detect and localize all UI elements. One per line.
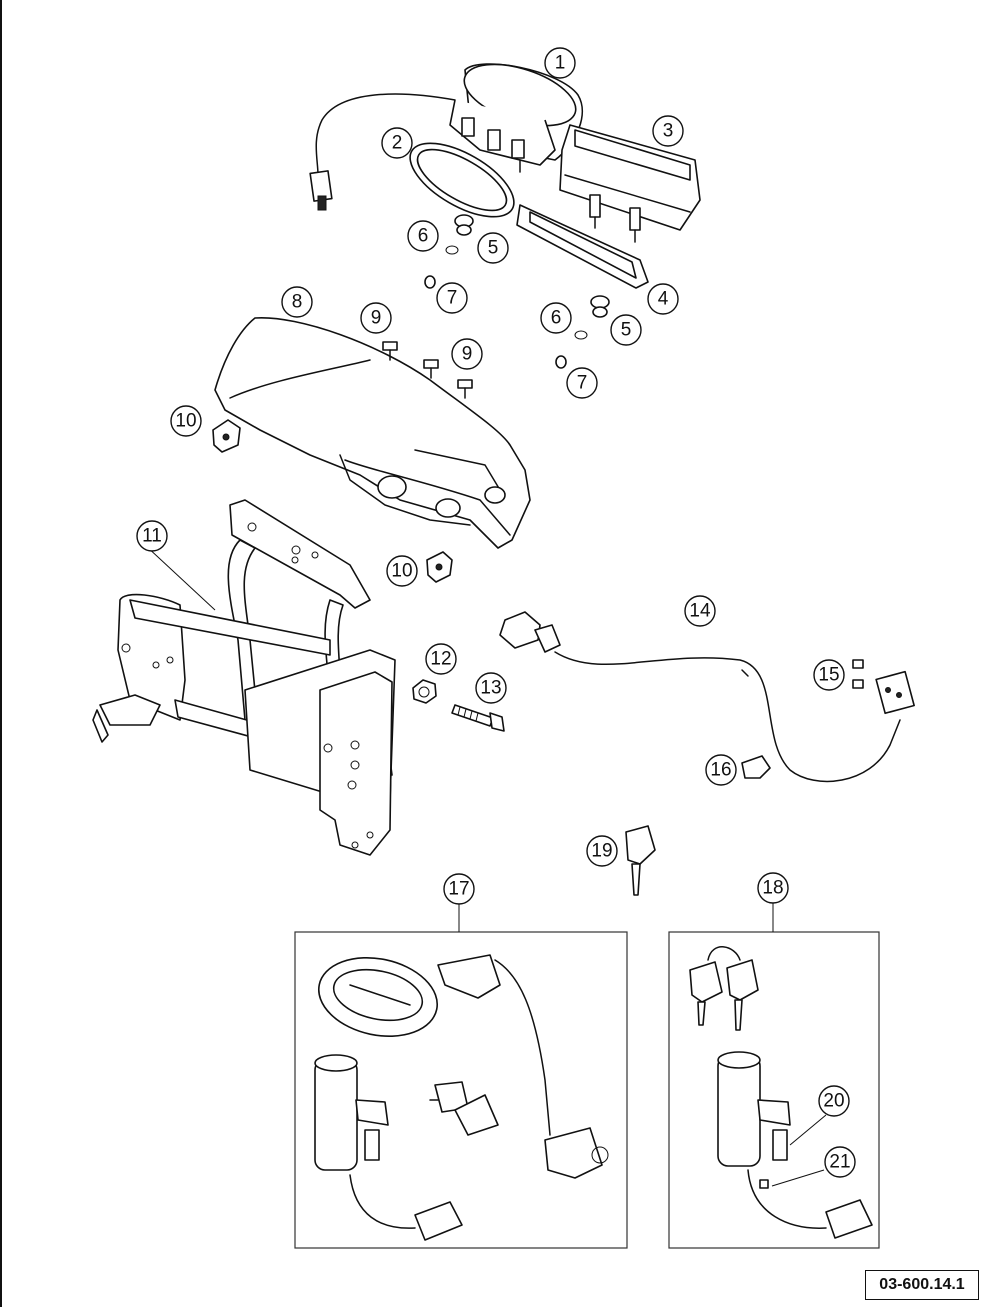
svg-text:12: 12 — [430, 649, 451, 670]
svg-text:16: 16 — [710, 760, 731, 781]
callout-10-lower: 10 — [386, 555, 418, 587]
callout-19: 19 — [586, 835, 618, 867]
part-display-gasket — [516, 204, 649, 289]
part-bolt — [451, 704, 505, 732]
svg-text:21: 21 — [829, 1152, 850, 1173]
svg-text:9: 9 — [462, 344, 473, 365]
part-nut — [412, 679, 437, 704]
part-display-unit — [559, 124, 701, 243]
callout-21: 21 — [824, 1146, 856, 1178]
callout-9-lower: 9 — [451, 338, 483, 370]
svg-text:3: 3 — [663, 121, 674, 142]
page-border-line — [0, 0, 2, 1307]
part-spring-clip-lower — [426, 551, 453, 583]
svg-text:5: 5 — [621, 320, 632, 341]
part-headlight-bracket — [92, 499, 396, 856]
svg-text:18: 18 — [762, 878, 783, 899]
part-spring-clip-upper — [212, 419, 241, 453]
svg-text:4: 4 — [658, 289, 669, 310]
svg-text:15: 15 — [818, 665, 839, 686]
part-rubber-grommets-upper — [424, 214, 474, 289]
svg-text:7: 7 — [577, 373, 588, 394]
callout-14: 14 — [684, 595, 716, 627]
svg-text:2: 2 — [392, 133, 403, 154]
svg-text:20: 20 — [823, 1091, 844, 1112]
svg-text:10: 10 — [391, 561, 412, 582]
callout-7-lower: 7 — [566, 367, 598, 399]
part-rubber-grommets-lower — [555, 295, 610, 369]
part-screws — [382, 341, 473, 399]
callout-20: 20 — [818, 1085, 850, 1117]
callout-6-upper: 6 — [407, 220, 439, 252]
callout-7-upper: 7 — [436, 282, 468, 314]
svg-text:14: 14 — [689, 601, 711, 622]
svg-text:19: 19 — [591, 841, 612, 862]
callout-5-upper: 5 — [477, 232, 509, 264]
part-cable-clip — [741, 755, 771, 779]
part-sensor-cable — [499, 611, 915, 783]
svg-text:8: 8 — [292, 292, 303, 313]
callout-4: 4 — [647, 283, 679, 315]
callout-15: 15 — [813, 659, 845, 691]
leader-lines — [144, 544, 827, 1187]
callout-11: 11 — [136, 520, 168, 552]
part-speedometer — [309, 63, 583, 211]
svg-text:17: 17 — [448, 879, 469, 900]
svg-text:1: 1 — [555, 53, 566, 74]
callout-16: 16 — [705, 754, 737, 786]
callout-8: 8 — [281, 286, 313, 318]
lock-set-parts — [314, 954, 609, 1241]
callout-10-upper: 10 — [170, 405, 202, 437]
drawing-code: 03-600.14.1 — [865, 1270, 979, 1300]
callout-17: 17 — [443, 873, 475, 905]
callout-5-lower: 5 — [610, 314, 642, 346]
callout-18: 18 — [757, 872, 789, 904]
svg-text:6: 6 — [418, 226, 429, 247]
callout-1: 1 — [544, 47, 576, 79]
ignition-set-box — [668, 931, 880, 1249]
part-instrument-cover — [214, 317, 531, 549]
svg-text:11: 11 — [142, 526, 162, 547]
callout-13: 13 — [475, 672, 507, 704]
callout-9-upper: 9 — [360, 302, 392, 334]
svg-text:6: 6 — [551, 308, 562, 329]
callout-3: 3 — [652, 115, 684, 147]
part-cable-screws — [852, 659, 864, 689]
svg-text:13: 13 — [480, 678, 501, 699]
ignition-set-parts — [689, 946, 873, 1239]
callout-12: 12 — [425, 643, 457, 675]
callout-6-lower: 6 — [540, 302, 572, 334]
callout-2: 2 — [381, 127, 413, 159]
part-key — [625, 825, 656, 896]
svg-text:5: 5 — [488, 238, 499, 259]
lock-set-box — [294, 931, 628, 1249]
svg-text:10: 10 — [175, 411, 196, 432]
svg-text:9: 9 — [371, 308, 382, 329]
svg-text:7: 7 — [447, 288, 458, 309]
part-speedometer-gasket — [409, 142, 515, 218]
